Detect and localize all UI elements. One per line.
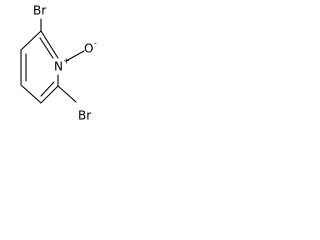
- oxygen-charge-label: -: [94, 39, 97, 48]
- bond-c2-c3: [20, 30, 42, 51]
- bond-c5-c6-inner: [40, 81, 55, 97]
- oxygen-label: O: [84, 42, 93, 56]
- bond-c6-br: [57, 85, 77, 103]
- molecule-structure: Br N + O - Br: [20, 4, 97, 123]
- bond-n-o: [65, 50, 85, 62]
- nitrogen-label: N: [54, 60, 63, 74]
- nitrogen-charge-label: +: [63, 57, 70, 66]
- bond-n1-c2: [40, 30, 59, 59]
- bromine-top-label: Br: [33, 4, 46, 18]
- bond-c4-c5: [20, 84, 42, 104]
- bromine-bottom-label: Br: [78, 109, 91, 123]
- bond-c5-c6: [40, 85, 59, 104]
- bond-n1-c2-inner: [39, 37, 54, 59]
